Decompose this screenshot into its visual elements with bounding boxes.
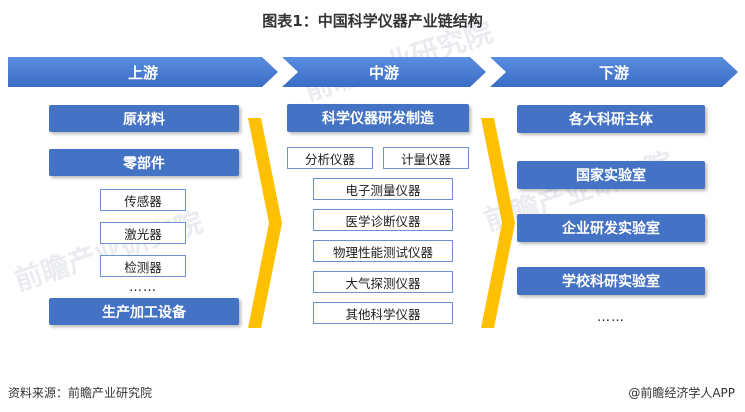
banner-downstream: 下游 — [490, 57, 738, 87]
upstream-components: 零部件 — [49, 149, 239, 176]
upstream-equipment: 生产加工设备 — [49, 298, 239, 325]
downstream-item: 国家实验室 — [517, 161, 705, 189]
midstream-item: 医学诊断仪器 — [313, 209, 453, 231]
chevron-arrow-icon — [481, 118, 515, 328]
component-item: 传感器 — [100, 189, 186, 211]
upstream-raw-materials: 原材料 — [49, 105, 239, 132]
midstream-item: 物理性能测试仪器 — [313, 240, 453, 262]
downstream-header: 各大科研主体 — [517, 105, 705, 133]
midstream-item: 电子测量仪器 — [313, 178, 453, 200]
chevron-arrow-icon — [248, 118, 282, 328]
banner-upstream: 上游 — [8, 57, 278, 87]
midstream-header: 科学仪器研发制造 — [287, 104, 469, 132]
banner-midstream: 中游 — [282, 57, 486, 87]
downstream-item: 企业研发实验室 — [517, 214, 705, 242]
downstream-item: 学校科研实验室 — [517, 267, 705, 295]
component-more: …… — [129, 280, 157, 295]
chart-title: 图表1：中国科学仪器产业链结构 — [262, 12, 483, 30]
midstream-item: 其他科学仪器 — [313, 302, 453, 324]
footer-source: 资料来源：前瞻产业研究院 — [8, 386, 153, 400]
component-item: 检测器 — [100, 255, 186, 277]
midstream-item-metering: 计量仪器 — [383, 147, 469, 169]
midstream-item-analysis: 分析仪器 — [287, 147, 373, 169]
component-item: 激光器 — [100, 222, 186, 244]
footer-brand: @前瞻经济学人APP — [628, 386, 735, 400]
midstream-item: 大气探测仪器 — [313, 271, 453, 293]
downstream-more: …… — [597, 310, 625, 325]
